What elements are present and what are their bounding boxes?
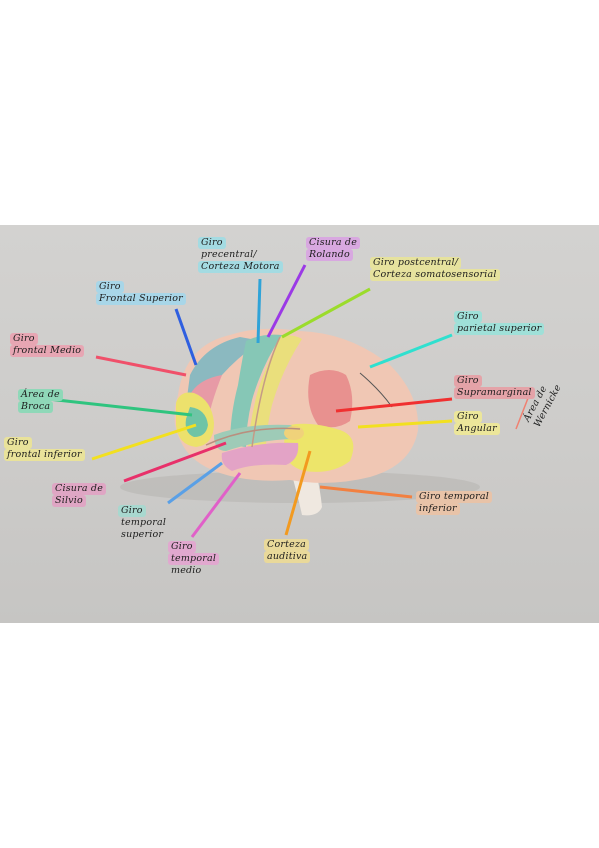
- label-cisura-rolando: Cisura de Rolando: [306, 237, 361, 261]
- pointer-giro-supramarginal: [335, 397, 453, 413]
- label-line: inferior: [416, 503, 460, 515]
- pointer-giro-frontal-inferior: [91, 423, 197, 461]
- label-giro-frontal-medio: Giro frontal Medio: [10, 333, 85, 357]
- label-line: Giro: [454, 375, 482, 387]
- brain-illustration: [47, 264, 531, 538]
- pointer-giro-angular: [357, 419, 453, 429]
- label-line: Cisura de: [306, 237, 361, 249]
- label-line: Silvio: [52, 495, 86, 507]
- pointer-giro-precentral: [256, 278, 262, 344]
- label-line: frontal Medio: [10, 345, 85, 357]
- region-supramarginal: [308, 370, 353, 428]
- pointer-giro-temporal-superior: [167, 461, 223, 505]
- label-giro-temporal-inferior: Giro temporal inferior: [416, 491, 492, 515]
- label-line: Rolando: [306, 249, 353, 261]
- label-line: Broca: [18, 401, 54, 413]
- label-line: superior: [121, 529, 164, 540]
- pointer-giro-frontal-superior: [174, 308, 198, 366]
- label-line: Frontal Superior: [96, 293, 186, 305]
- label-line: temporal: [168, 553, 220, 565]
- label-giro-frontal-superior: Giro Frontal Superior: [96, 281, 186, 305]
- label-line: temporal: [121, 517, 167, 528]
- label-line: Giro temporal: [416, 491, 492, 503]
- label-area-broca: Área de Broca: [18, 389, 63, 413]
- region-temporal-superior: [214, 424, 298, 451]
- label-line: medio: [171, 565, 202, 576]
- label-line: Giro: [454, 311, 482, 323]
- pointer-giro-temporal-inferior: [319, 485, 413, 499]
- brain-model-photo: Giro precentral/ Corteza Motora Cisura d…: [0, 225, 599, 623]
- label-giro-angular: Giro Angular: [454, 411, 500, 435]
- label-giro-precentral: Giro precentral/ Corteza Motora: [198, 237, 283, 273]
- region-postcentral: [248, 335, 302, 449]
- label-line: Giro: [118, 505, 146, 517]
- label-line: Cisura de: [52, 483, 107, 495]
- label-giro-postcentral: Giro postcentral/ Corteza somatosensoria…: [370, 257, 500, 281]
- region-temporal-middle: [221, 442, 299, 471]
- label-corteza-auditiva: Corteza auditiva: [264, 539, 311, 563]
- pointer-giro-temporal-medio: [190, 472, 242, 538]
- label-line: Área de: [18, 389, 63, 401]
- label-line: parietal superior: [454, 323, 545, 335]
- label-line: precentral/: [201, 249, 257, 260]
- label-giro-supramarginal: Giro Supramarginal: [454, 375, 535, 399]
- label-line: Corteza Motora: [198, 261, 283, 273]
- pointer-area-broca: [47, 397, 193, 417]
- label-line: Angular: [454, 423, 500, 435]
- label-line: Giro postcentral/: [370, 257, 462, 269]
- label-line: Giro: [4, 437, 32, 449]
- label-giro-frontal-inferior: Giro frontal inferior: [4, 437, 85, 461]
- label-line: Giro: [454, 411, 482, 423]
- label-giro-temporal-medio: Giro temporal medio: [168, 541, 220, 577]
- pointer-area-wernicke: [515, 392, 531, 430]
- pointer-giro-postcentral: [281, 287, 371, 339]
- region-precentral: [230, 334, 282, 447]
- label-line: Giro: [10, 333, 38, 345]
- label-line: auditiva: [264, 551, 311, 563]
- label-line: Corteza: [264, 539, 310, 551]
- label-line: Giro: [198, 237, 226, 249]
- label-cisura-silvio: Cisura de Silvio: [52, 483, 107, 507]
- label-line: Corteza somatosensorial: [370, 269, 500, 281]
- label-line: frontal inferior: [4, 449, 85, 461]
- label-line: Supramarginal: [454, 387, 535, 399]
- label-giro-temporal-superior: Giro temporal superior: [118, 505, 169, 541]
- pointer-cisura-silvio: [123, 441, 227, 483]
- pointer-cisura-rolando: [266, 264, 307, 338]
- label-line: Giro: [96, 281, 124, 293]
- pointer-giro-frontal-medio: [95, 355, 187, 377]
- pointer-corteza-auditiva: [284, 450, 312, 536]
- pointer-giro-parietal-superior: [369, 333, 453, 369]
- label-giro-parietal-superior: Giro parietal superior: [454, 311, 545, 335]
- label-line: Giro: [168, 541, 196, 553]
